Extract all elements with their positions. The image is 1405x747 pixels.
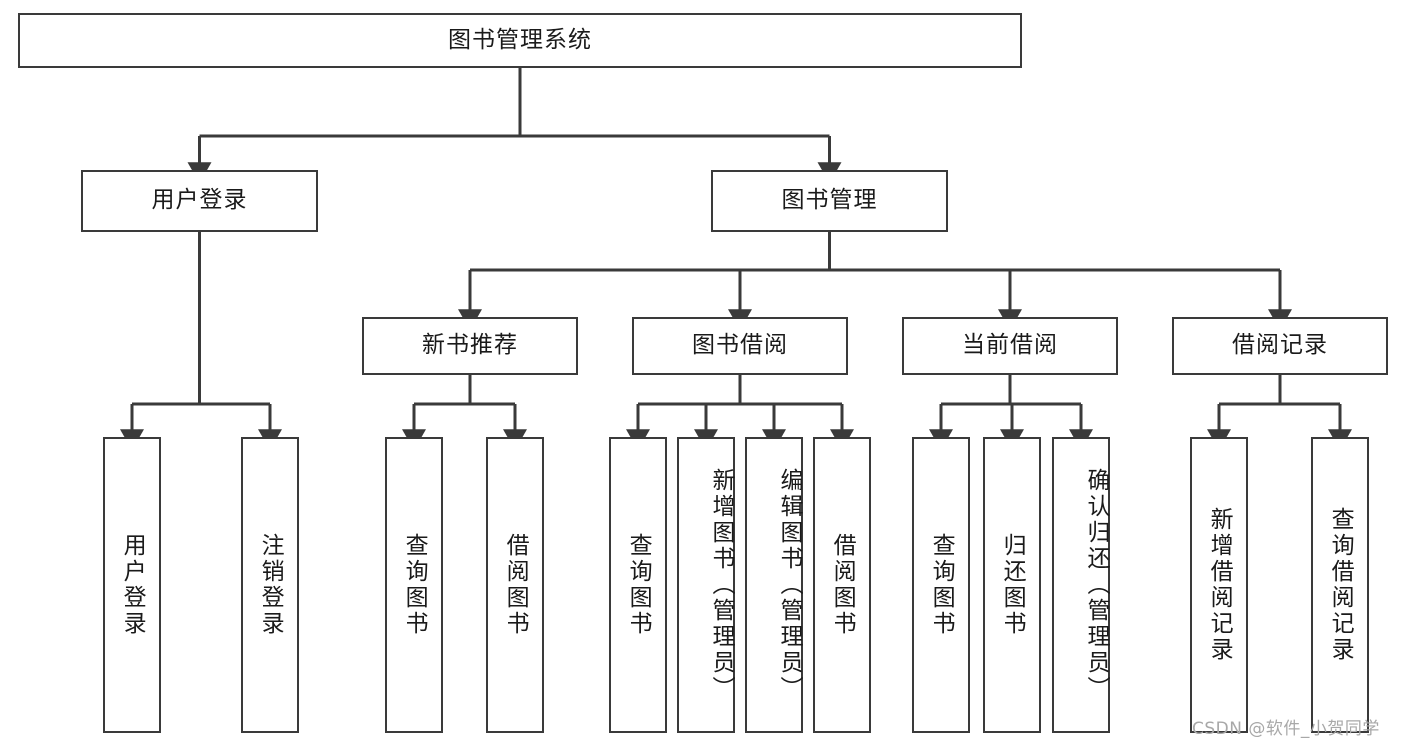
leaf-confirm-return-admin[interactable]: 确认归还（管理员） xyxy=(1052,437,1110,733)
leaf-query-book-recommend[interactable]: 查询图书 xyxy=(385,437,443,733)
leaf-borrow-book-recommend[interactable]: 借阅图书 xyxy=(486,437,544,733)
leaf-logout-login[interactable]: 注销登录 xyxy=(241,437,299,733)
node-user-login[interactable]: 用户登录 xyxy=(81,170,318,232)
leaf-add-borrow-record[interactable]: 新增借阅记录 xyxy=(1190,437,1248,733)
node-root[interactable]: 图书管理系统 xyxy=(18,13,1022,68)
leaf-return-book[interactable]: 归还图书 xyxy=(983,437,1041,733)
node-borrow-record[interactable]: 借阅记录 xyxy=(1172,317,1388,375)
leaf-edit-book-admin[interactable]: 编辑图书（管理员） xyxy=(745,437,803,733)
node-current-borrow[interactable]: 当前借阅 xyxy=(902,317,1118,375)
leaf-query-book-current[interactable]: 查询图书 xyxy=(912,437,970,733)
leaf-user-login[interactable]: 用户登录 xyxy=(103,437,161,733)
leaf-add-book-admin[interactable]: 新增图书（管理员） xyxy=(677,437,735,733)
leaf-query-borrow-record[interactable]: 查询借阅记录 xyxy=(1311,437,1369,733)
leaf-borrow-book[interactable]: 借阅图书 xyxy=(813,437,871,733)
node-book-borrow[interactable]: 图书借阅 xyxy=(632,317,848,375)
node-new-book-recommend[interactable]: 新书推荐 xyxy=(362,317,578,375)
csdn-watermark: CSDN @软件_小贺同学 xyxy=(1192,719,1380,739)
node-book-manage[interactable]: 图书管理 xyxy=(711,170,948,232)
leaf-query-book-borrow[interactable]: 查询图书 xyxy=(609,437,667,733)
